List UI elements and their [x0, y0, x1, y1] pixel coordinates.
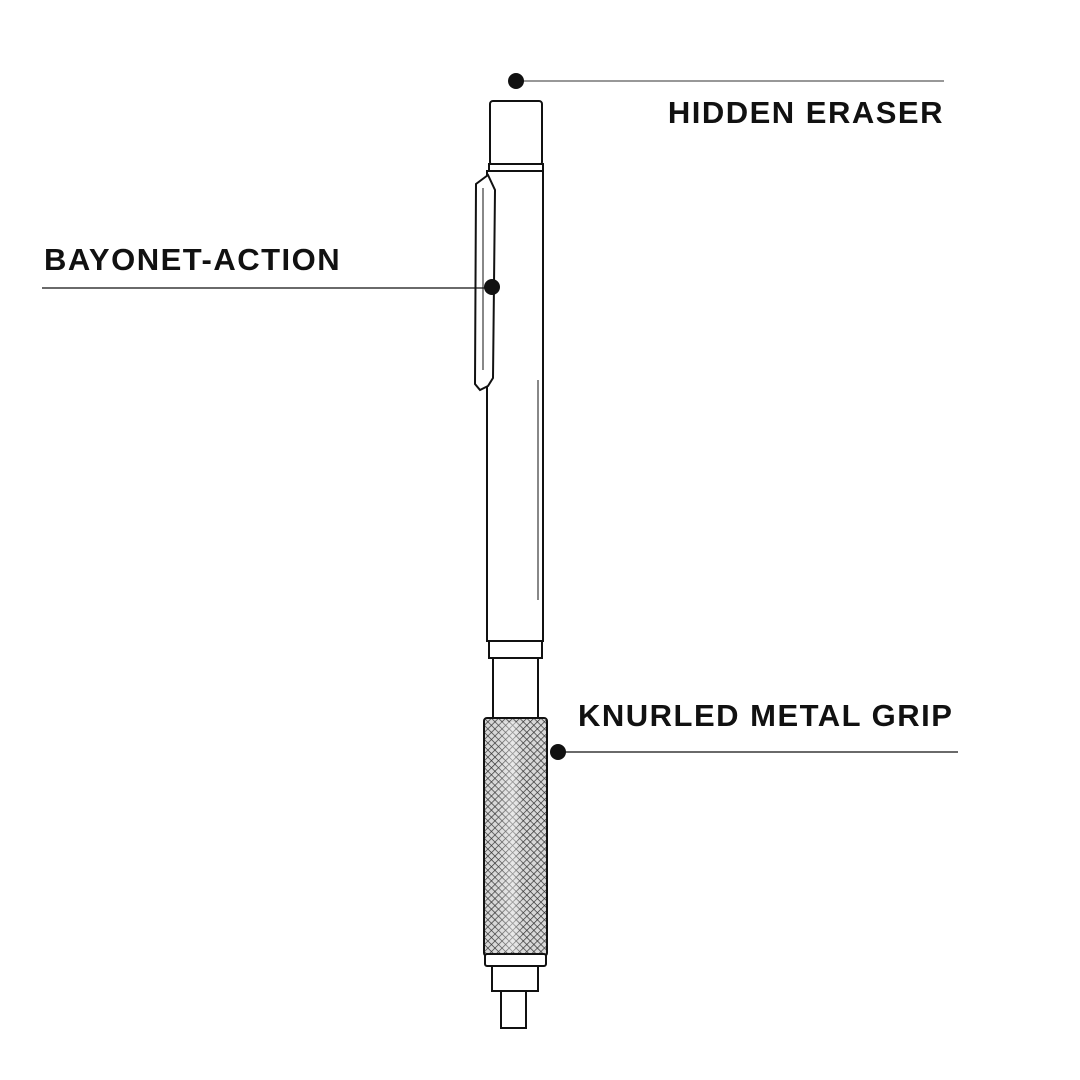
grip-ring: [484, 953, 547, 967]
eraser-callout-label: HIDDEN ERASER: [667, 95, 944, 130]
barrel: [486, 170, 544, 642]
pocket-clip: [473, 173, 497, 392]
lead-sleeve: [500, 990, 527, 1029]
grip-callout-dot: [550, 744, 566, 760]
lead-sleeve-base: [491, 965, 539, 992]
bayonet-callout-dot: [484, 279, 500, 295]
eraser-callout-dot: [508, 73, 524, 89]
front-section: [492, 657, 539, 719]
cap-ring: [488, 163, 544, 172]
callout-lines: [42, 73, 958, 760]
eraser-cap: [489, 100, 543, 166]
bayonet-callout-label: BAYONET-ACTION: [44, 242, 342, 277]
grip-callout-label: KNURLED METAL GRIP: [578, 698, 954, 733]
barrel-ring: [488, 640, 543, 659]
